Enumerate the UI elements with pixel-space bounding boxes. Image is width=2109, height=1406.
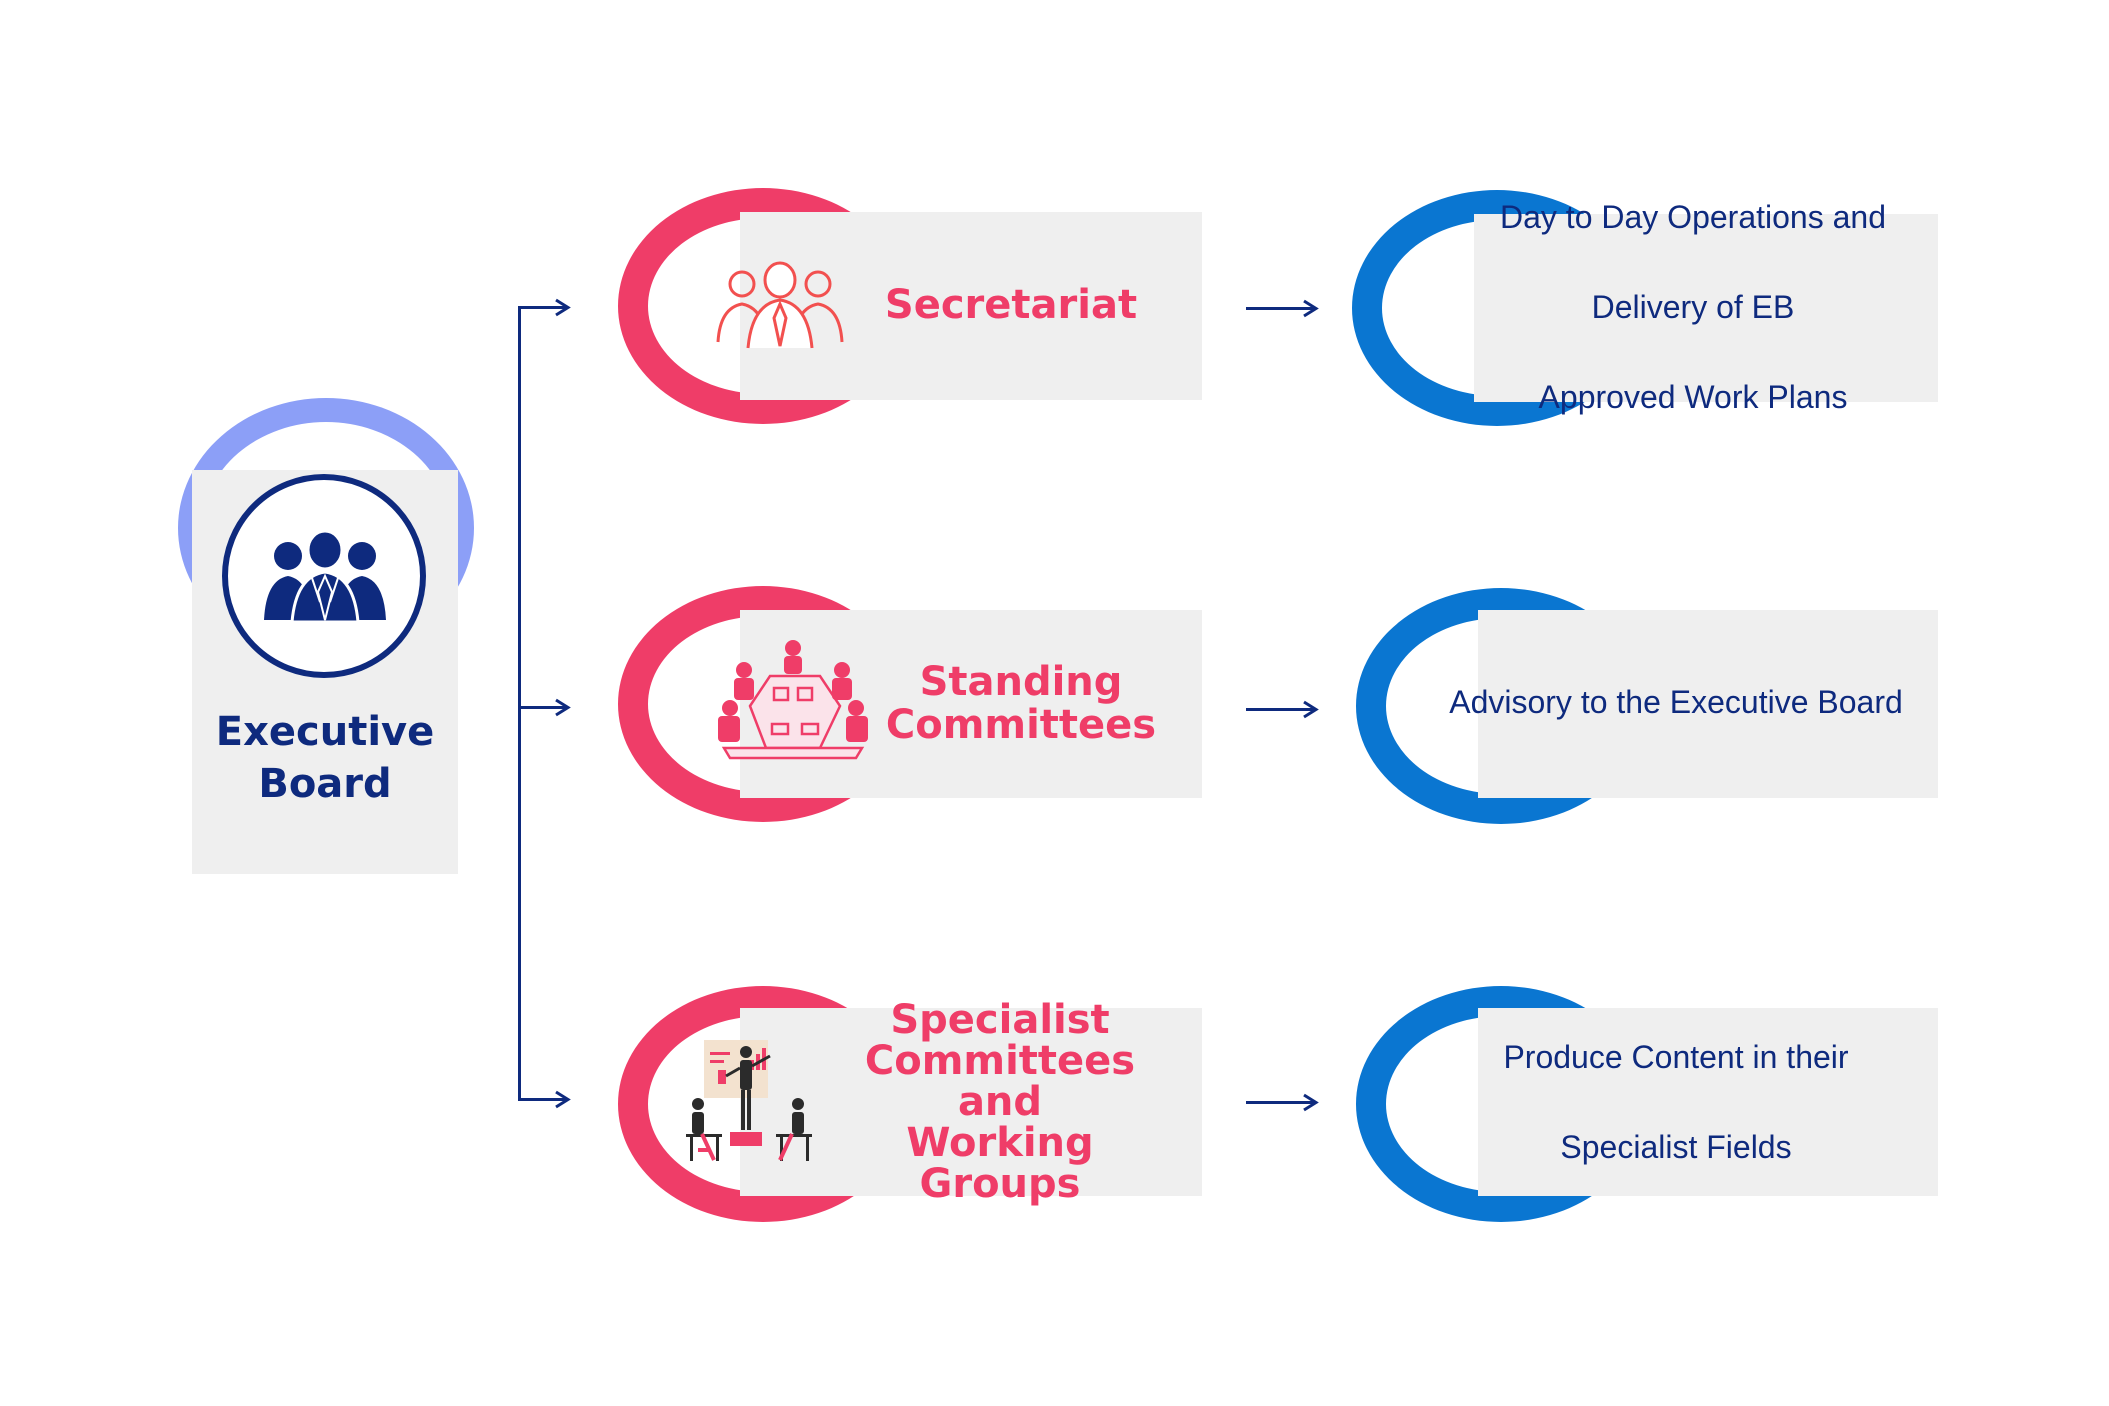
branch-line-1 bbox=[518, 306, 566, 309]
team-outline-icon bbox=[716, 261, 844, 349]
arrowhead-icon bbox=[1303, 700, 1319, 719]
specialist-committees-title-line-3: Working Groups bbox=[906, 1119, 1094, 1207]
specialist-committees-description-line-2: Specialist Fields bbox=[1560, 1128, 1792, 1165]
arrowhead-icon bbox=[555, 698, 571, 717]
meeting-table-icon bbox=[718, 640, 868, 760]
secretariat-title-text: Secretariat bbox=[884, 282, 1138, 329]
secretariat-description-line-3: Approved Work Plans bbox=[1538, 378, 1848, 415]
vertical-connector-line bbox=[518, 306, 521, 1101]
executive-board-label-line-2: Board bbox=[258, 761, 392, 807]
branch-line-3 bbox=[518, 1098, 566, 1101]
standing-committees-description-box bbox=[1478, 610, 1938, 798]
secretariat-box bbox=[740, 212, 1202, 400]
secretariat-description-box bbox=[1474, 214, 1938, 402]
executive-board-label: Executive Board bbox=[192, 706, 458, 810]
specialist-committees-title: Specialist Committees and Working Groups bbox=[830, 999, 1170, 1204]
branch-line-2 bbox=[518, 706, 566, 709]
secretariat-title: Secretariat bbox=[866, 270, 1156, 342]
standing-committees-description: Advisory to the Executive Board bbox=[1436, 672, 1916, 732]
secretariat-arrow-line bbox=[1246, 307, 1314, 310]
executive-board-label-line-1: Executive bbox=[215, 709, 435, 755]
specialist-committees-description-line-1: Produce Content in their bbox=[1503, 1038, 1849, 1075]
secretariat-description-line-2: Delivery of EB bbox=[1591, 288, 1795, 325]
secretariat-description: Day to Day Operations and Delivery of EB… bbox=[1468, 199, 1918, 415]
arrowhead-icon bbox=[1303, 1093, 1319, 1112]
specialist-committees-description-box bbox=[1478, 1008, 1938, 1196]
specialist-committees-arrow-line bbox=[1246, 1101, 1314, 1104]
specialist-committees-box bbox=[740, 1008, 1202, 1196]
standing-committees-title: Standing Committees bbox=[876, 652, 1166, 756]
standing-committees-title-line-1: Standing bbox=[919, 658, 1123, 705]
presentation-icon bbox=[686, 1040, 812, 1161]
specialist-committees-title-line-2: Committees and bbox=[864, 1037, 1136, 1125]
specialist-committees-title-line-1: Specialist bbox=[890, 996, 1110, 1043]
standing-committees-arrow-line bbox=[1246, 708, 1314, 711]
arrowhead-icon bbox=[1303, 299, 1319, 318]
specialist-committees-description: Produce Content in their Specialist Fiel… bbox=[1446, 1039, 1906, 1165]
standing-committees-description-line-1: Advisory to the Executive Board bbox=[1449, 683, 1903, 720]
standing-committees-title-line-2: Committees bbox=[885, 702, 1157, 748]
secretariat-description-line-1: Day to Day Operations and bbox=[1500, 198, 1886, 235]
arrowhead-icon bbox=[555, 298, 571, 317]
executive-team-icon bbox=[264, 529, 386, 624]
arrowhead-icon bbox=[555, 1090, 571, 1109]
